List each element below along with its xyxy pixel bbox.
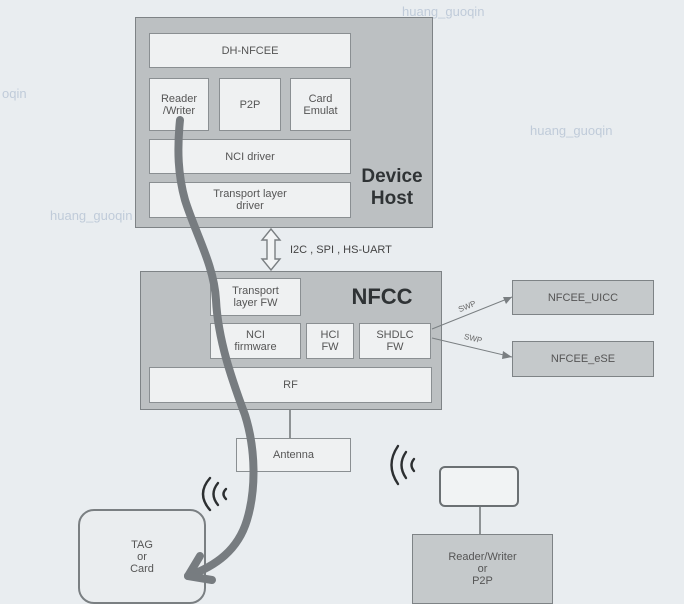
wireless-wave-icon (390, 444, 416, 486)
interface-label: I2C , SPI , HS-UART (290, 244, 392, 256)
data-flow-arrow (174, 116, 258, 584)
nci-driver-box: NCI driver (149, 139, 351, 174)
hci-fw-box: HCI FW (306, 323, 354, 359)
swp-ese-line (431, 337, 513, 358)
watermark: huang_guoqin (530, 123, 613, 138)
watermark: huang_guoqin (402, 4, 485, 19)
interface-arrow (260, 227, 282, 272)
transport-fw-box: Transport layer FW (210, 278, 301, 316)
nfcee-ese-box: NFCEE_eSE (512, 341, 654, 377)
watermark: huang_guoqin (50, 208, 133, 223)
watermark: oqin (2, 86, 27, 101)
dh-nfcee-box: DH-NFCEE (149, 33, 351, 68)
swp-uicc-line (431, 296, 513, 330)
nci-firmware-box: NCI firmware (210, 323, 301, 359)
device-host-title: Device Host (361, 166, 423, 209)
reader-writer-box: Reader /Writer (149, 78, 209, 131)
card-emulation-box: Card Emulat (290, 78, 351, 131)
reader-device-top (439, 466, 519, 507)
wireless-wave-icon (201, 476, 228, 512)
tag-card-box: TAG or Card (78, 509, 206, 604)
nfcee-uicc-box: NFCEE_UICC (512, 280, 654, 315)
p2p-box: P2P (219, 78, 281, 131)
shdlc-fw-box: SHDLC FW (359, 323, 431, 359)
nfcc-title: NFCC (351, 284, 413, 309)
rf-box: RF (149, 367, 432, 403)
